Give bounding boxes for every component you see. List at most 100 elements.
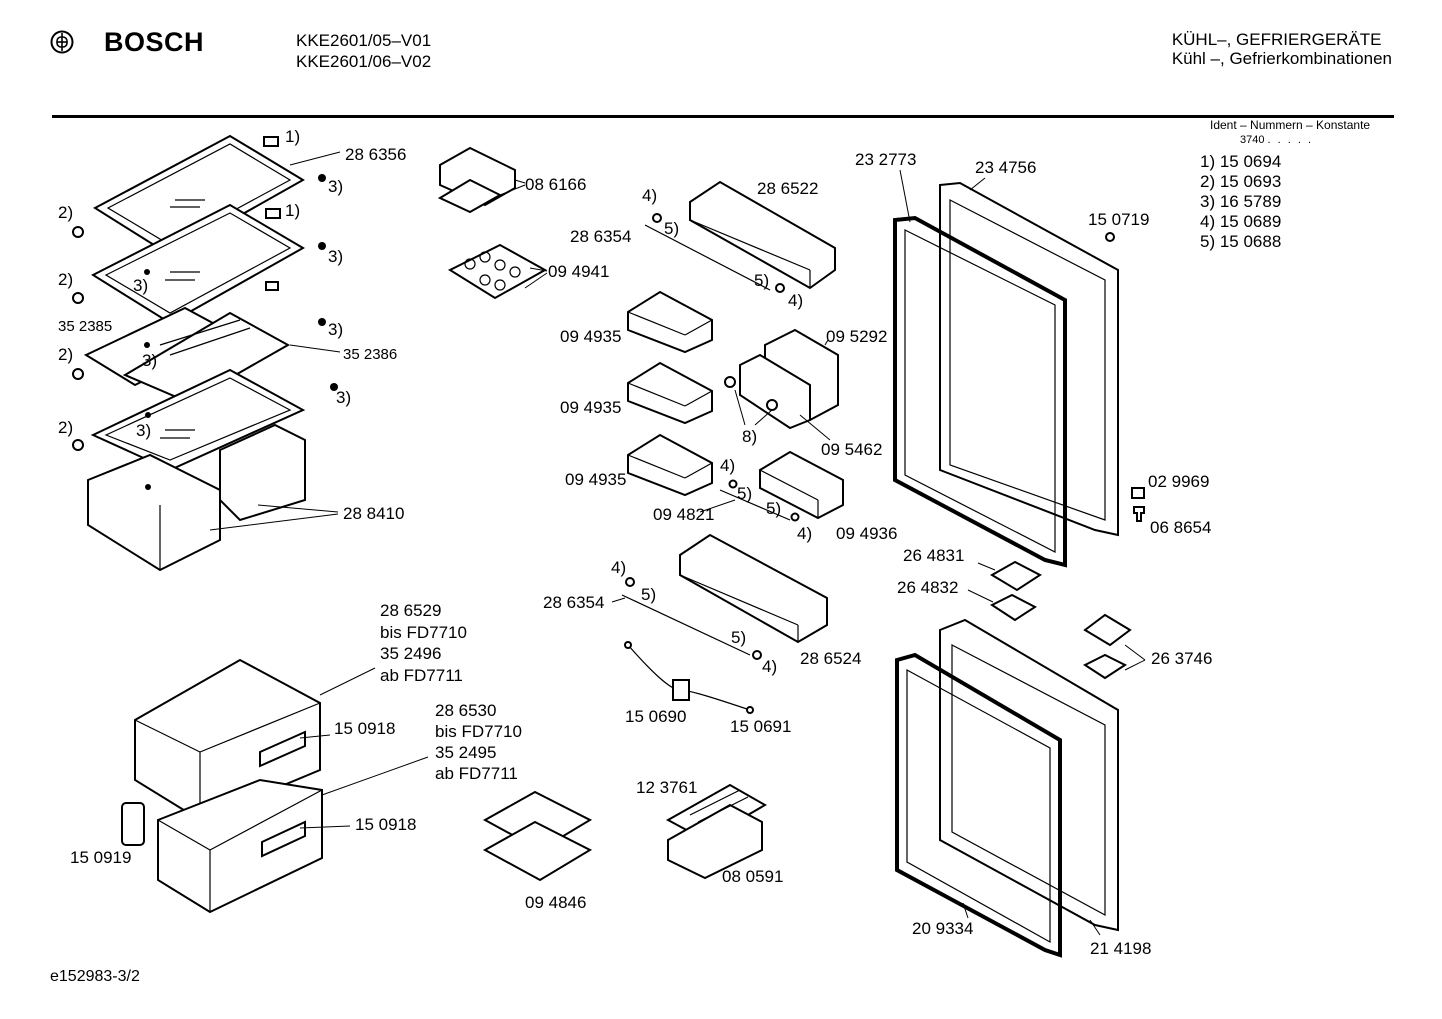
header-rule	[52, 115, 1394, 118]
glass-shelf-top	[93, 134, 305, 257]
label-095462: 09 5462	[821, 440, 882, 459]
fridge-door-234756	[939, 181, 1119, 537]
label-ref-5a: 5)	[664, 219, 679, 238]
shelf-clips	[72, 136, 338, 490]
label-ref-3a: 3)	[328, 177, 343, 196]
label-029969: 02 9969	[1148, 472, 1209, 491]
label-352386: 35 2386	[343, 346, 397, 363]
crisper-drawer-upper	[134, 658, 321, 822]
ice-cube-tray	[665, 783, 767, 880]
label-ref-3e: 3)	[142, 351, 157, 370]
label-094821: 09 4821	[653, 505, 714, 524]
legend-item: 4) 15 0689	[1200, 212, 1282, 231]
label-ref-4b: 4)	[788, 291, 803, 310]
model-number-1: KKE2601/05–V01	[296, 31, 432, 50]
label-286529-ab: ab FD7711	[380, 666, 463, 685]
konstante-dots: . . . . .	[1267, 134, 1314, 146]
label-068654: 06 8654	[1150, 518, 1211, 537]
shelf-wire	[644, 224, 771, 291]
label-214198: 21 4198	[1090, 939, 1151, 958]
label-ref-4d: 4)	[797, 524, 812, 543]
crisper-drawer-lower	[157, 778, 323, 914]
label-263746: 26 3746	[1151, 649, 1212, 668]
label-094935b: 09 4935	[560, 398, 621, 417]
label-286530-bis: bis FD7710	[435, 722, 522, 741]
label-ref-4a: 4)	[642, 186, 657, 205]
label-ref-1b: 1)	[285, 201, 300, 220]
compartment-095292	[739, 328, 839, 430]
label-ref-5b: 5)	[754, 271, 769, 290]
glass-shelf-2	[90, 203, 306, 325]
label-232773: 23 2773	[855, 150, 916, 169]
legend-list: 1) 15 0694 2) 15 0693 3) 16 5789 4) 15 0…	[1200, 152, 1281, 252]
label-ref-2c: 2)	[58, 345, 73, 364]
label-ref-8: 8)	[742, 427, 757, 446]
small-shelf-2	[627, 361, 713, 425]
legend-title: Ident – Nummern – Konstante	[1210, 118, 1371, 132]
label-ref-4f: 4)	[762, 657, 777, 676]
egg-tray	[447, 243, 548, 300]
label-286530: 28 6530	[435, 701, 496, 720]
door-shelf-286522	[689, 180, 836, 290]
label-209334: 20 9334	[912, 919, 973, 938]
label-ref-4c: 4)	[720, 456, 735, 475]
label-150918b: 15 0918	[355, 815, 416, 834]
label-094941: 09 4941	[548, 262, 609, 281]
label-ref-3g: 3)	[136, 421, 151, 440]
label-286524: 28 6524	[800, 649, 861, 668]
label-ref-4e: 4)	[611, 558, 626, 577]
door-shelf-286524	[679, 533, 828, 644]
cold-accumulators	[482, 790, 593, 882]
label-094935c: 09 4935	[565, 470, 626, 489]
diagram-code: e152983-3/2	[50, 968, 140, 985]
label-ref-2a: 2)	[58, 203, 73, 222]
label-150918a: 15 0918	[334, 719, 395, 738]
label-150919: 15 0919	[70, 848, 131, 867]
legend-item: 2) 15 0693	[1200, 172, 1282, 191]
butter-box	[437, 146, 516, 214]
label-150691: 15 0691	[730, 717, 791, 736]
label-ref-5e: 5)	[641, 585, 656, 604]
label-286529-bis: bis FD7710	[380, 623, 467, 642]
label-ref-5c: 5)	[737, 484, 752, 503]
label-094935a: 09 4935	[560, 327, 621, 346]
label-286530-ab: ab FD7711	[435, 764, 518, 783]
label-ref-2d: 2)	[58, 418, 73, 437]
legend-item: 5) 15 0688	[1200, 232, 1282, 251]
glass-shelf-split	[83, 306, 291, 404]
model-numbers: KKE2601/05–V01 KKE2601/06–V02	[296, 30, 431, 72]
label-ref-5d: 5)	[766, 499, 781, 518]
crisper-drawers-small	[87, 423, 306, 572]
label-286356: 28 6356	[345, 145, 406, 164]
label-352385: 35 2385	[58, 318, 112, 335]
brand-name: BOSCH	[104, 27, 205, 57]
label-ref-1a: 1)	[285, 127, 300, 146]
label-264831: 26 4831	[903, 546, 964, 565]
legend-konstante: 3740 . . . . .	[1240, 134, 1313, 146]
label-094936: 09 4936	[836, 524, 897, 543]
label-ref-3d: 3)	[328, 320, 343, 339]
label-234756: 23 4756	[975, 158, 1036, 177]
label-ref-5f: 5)	[731, 628, 746, 647]
label-150719: 15 0719	[1088, 210, 1149, 229]
label-286354a: 28 6354	[570, 227, 631, 246]
label-ref-3c: 3)	[133, 276, 148, 295]
hinge-covers	[989, 560, 1132, 680]
freezer-door-gasket-209334	[895, 652, 1062, 958]
label-ref-3f: 3)	[336, 388, 351, 407]
label-352495: 35 2495	[435, 743, 496, 762]
label-094846: 09 4846	[525, 893, 586, 912]
category-line-1: KÜHL–, GEFRIERGERÄTE	[1171, 30, 1382, 49]
small-shelf-3	[627, 433, 713, 497]
label-288410: 28 8410	[343, 504, 404, 523]
label-ref-2b: 2)	[58, 270, 73, 289]
label-286354b: 28 6354	[543, 593, 604, 612]
konstante-value: 3740	[1240, 134, 1265, 146]
product-category: KÜHL–, GEFRIERGERÄTE Kühl –, Gefrierkomb…	[1172, 30, 1392, 68]
label-150690: 15 0690	[625, 707, 686, 726]
label-123761: 12 3761	[636, 778, 697, 797]
drawer-handle-insert	[121, 802, 145, 846]
legend-item: 1) 15 0694	[1200, 152, 1282, 171]
label-ref-3b: 3)	[328, 247, 343, 266]
